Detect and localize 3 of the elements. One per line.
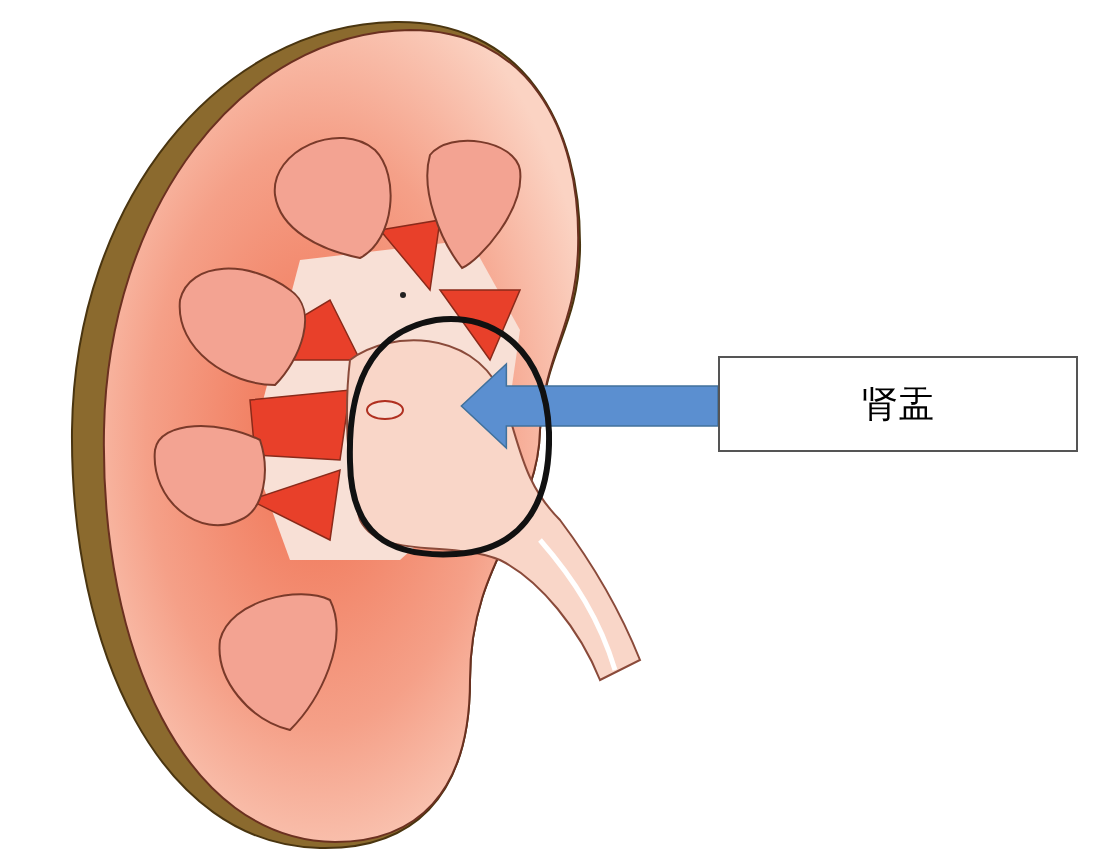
label-box	[718, 356, 1078, 452]
arrow	[460, 362, 719, 450]
label-text: 肾盂	[862, 382, 934, 426]
